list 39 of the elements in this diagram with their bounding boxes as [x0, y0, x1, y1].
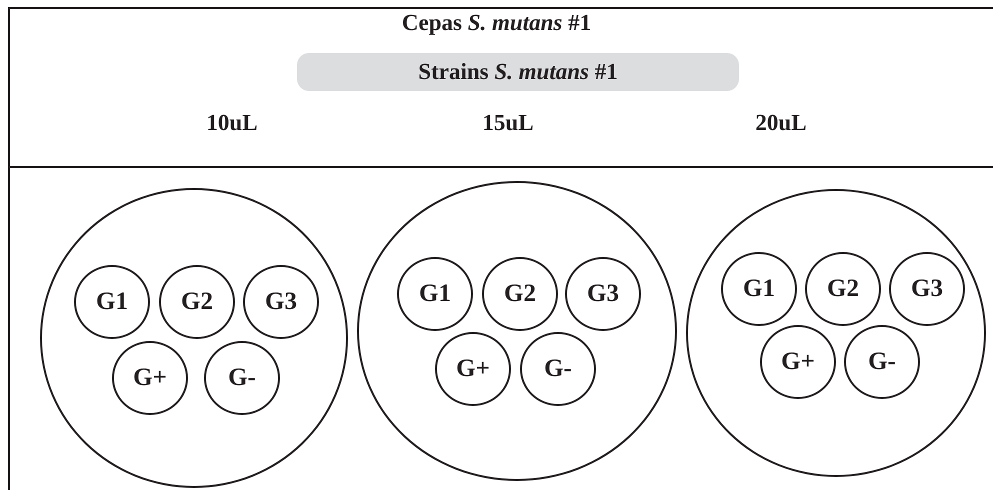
group-label: G2	[827, 275, 859, 303]
group-circle	[74, 265, 150, 339]
volume-label: 15uL	[481, 110, 535, 136]
group-circle	[844, 325, 920, 399]
group-label: G3	[587, 280, 619, 308]
group-circle	[520, 332, 596, 406]
group-circle	[159, 265, 235, 339]
group-circle	[435, 332, 511, 406]
group-circle	[565, 257, 641, 331]
group-label: G-	[544, 355, 572, 383]
group-label: G+	[781, 348, 815, 376]
group-circle	[721, 252, 797, 326]
group-circle	[204, 341, 280, 415]
group-label: G1	[96, 288, 128, 316]
group-circle	[760, 325, 836, 399]
group-circle	[397, 257, 473, 331]
plate-circle	[357, 181, 677, 481]
group-label: G1	[419, 280, 451, 308]
group-circle	[482, 257, 558, 331]
group-label: G2	[181, 288, 213, 316]
plate-circle	[40, 188, 348, 488]
group-label: G1	[743, 275, 775, 303]
group-label: G3	[265, 288, 297, 316]
group-circle	[112, 341, 188, 415]
volume-label: 10uL	[205, 110, 259, 136]
banner-box	[297, 53, 739, 91]
volume-label: 20uL	[754, 110, 808, 136]
group-label: G-	[228, 364, 256, 392]
group-label: G-	[868, 348, 896, 376]
group-label: G3	[911, 275, 943, 303]
group-circle	[889, 252, 965, 326]
group-label: G+	[133, 364, 167, 392]
group-circle	[243, 265, 319, 339]
group-label: G+	[456, 355, 490, 383]
group-circle	[805, 252, 881, 326]
banner-label: Strains S. mutans #1	[418, 59, 618, 85]
plate-circle	[686, 189, 986, 477]
group-label: G2	[504, 280, 536, 308]
title: Cepas S. mutans #1	[400, 10, 592, 36]
